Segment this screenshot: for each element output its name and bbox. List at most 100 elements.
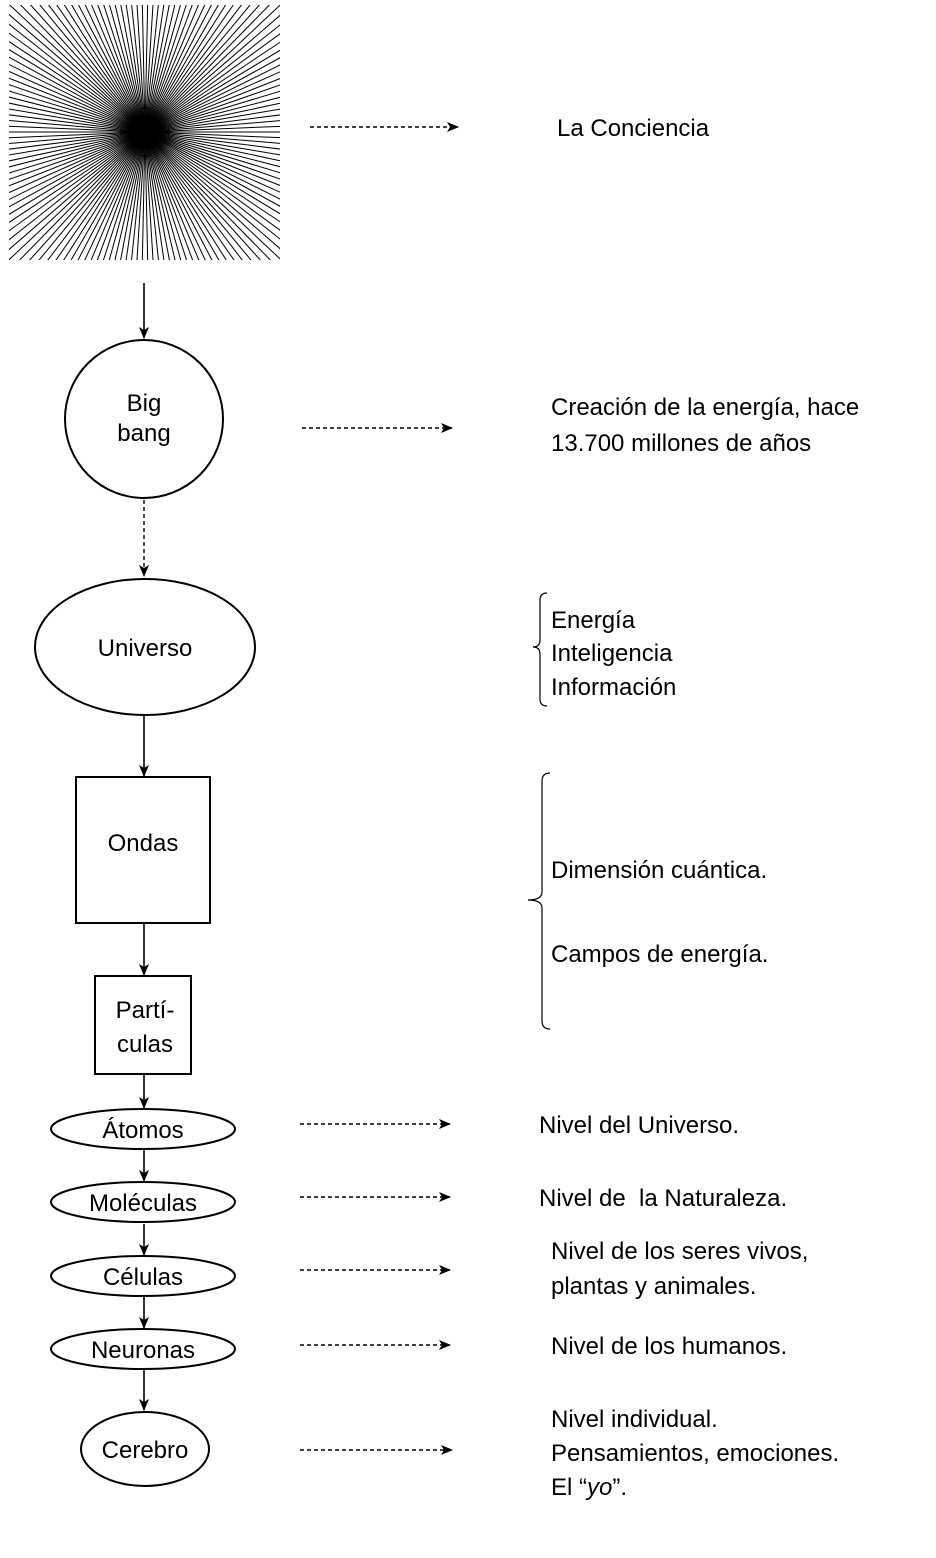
- burst-ray: [144, 131, 280, 174]
- burst-ray: [55, 131, 146, 260]
- node-particulas: Partí- culas: [94, 975, 192, 1075]
- burst-ray: [90, 131, 146, 260]
- brace-quantum: [527, 772, 551, 1030]
- burst-ray: [144, 131, 280, 250]
- neuronas-label: Neuronas: [91, 1337, 195, 1364]
- burst-ray: [96, 131, 146, 260]
- burst-ray: [70, 131, 146, 260]
- burst-ray: [144, 131, 280, 231]
- burst-ray: [144, 131, 194, 260]
- burst-ray: [144, 131, 206, 260]
- burst-ray: [63, 5, 146, 133]
- node-moleculas: Moléculas: [50, 1181, 236, 1223]
- burst-ray: [9, 77, 146, 133]
- radiating-lines-icon: [9, 5, 280, 260]
- burst-ray: [144, 49, 280, 133]
- node-big-bang: Big bang: [64, 339, 224, 499]
- burst-ray: [144, 5, 181, 133]
- burst-ray: [144, 131, 280, 150]
- burst-ray: [144, 5, 159, 133]
- burst-ray: [144, 5, 261, 133]
- burst-ray: [9, 70, 146, 133]
- cerebro-note-line3-suffix: ”.: [612, 1474, 627, 1501]
- burst-ray: [9, 131, 146, 144]
- burst-ray: [144, 131, 213, 260]
- burst-ray: [9, 84, 146, 133]
- cerebro-note-line2: Pensamientos, emociones.: [551, 1440, 839, 1467]
- burst-ray: [144, 131, 280, 200]
- burst-ray: [144, 33, 280, 133]
- node-universo: Universo: [34, 578, 256, 716]
- burst-ray: [144, 131, 280, 168]
- node-ondas: Ondas: [75, 776, 211, 924]
- burst-ray: [103, 5, 146, 133]
- big-bang-note-line2: 13.700 millones de años: [551, 430, 811, 457]
- cerebro-note-line1: Nivel individual.: [551, 1406, 718, 1433]
- burst-ray: [144, 24, 280, 133]
- burst-ray: [9, 131, 146, 174]
- burst-ray: [144, 131, 227, 260]
- burst-ray: [47, 131, 146, 260]
- big-bang-note-line1: Creación de la energía, hace: [551, 394, 859, 421]
- burst-ray: [144, 84, 280, 133]
- burst-ray: [29, 131, 146, 260]
- burst-ray: [9, 32, 146, 133]
- burst-ray: [144, 5, 251, 133]
- burst-ray: [9, 102, 146, 133]
- burst-ray: [144, 57, 280, 133]
- burst-ray: [9, 125, 146, 133]
- burst-ray: [144, 131, 261, 260]
- burst-ray: [9, 13, 146, 133]
- burst-ray: [144, 5, 154, 133]
- burst-ray: [120, 5, 146, 133]
- burst-ray: [144, 131, 280, 162]
- universo-note-line2: Inteligencia: [551, 640, 673, 667]
- burst-ray: [9, 131, 146, 156]
- burst-ray: [144, 131, 149, 260]
- burst-ray: [144, 131, 280, 207]
- burst-ray: [108, 131, 146, 260]
- burst-ray: [144, 64, 280, 133]
- burst-ray: [144, 131, 165, 260]
- burst-ray: [144, 131, 280, 180]
- burst-ray: [144, 5, 149, 133]
- burst-ray: [136, 131, 146, 260]
- burst-ray: [9, 108, 146, 133]
- quantum-note-line2: Campos de energía.: [551, 941, 768, 968]
- burst-ray: [9, 131, 146, 194]
- burst-ray: [144, 71, 280, 133]
- particulas-line1: Partí-: [116, 997, 175, 1024]
- burst-ray: [144, 131, 220, 260]
- node-cerebro: Cerebro: [80, 1411, 210, 1487]
- burst-ray: [144, 14, 280, 133]
- burst-ray: [144, 131, 252, 260]
- burst-ray: [78, 5, 146, 133]
- burst-ray: [9, 131, 146, 215]
- burst-ray: [144, 131, 176, 260]
- burst-ray: [9, 41, 146, 133]
- cerebro-note-line3-italic: yo: [585, 1474, 612, 1501]
- burst-ray: [47, 5, 146, 133]
- neuronas-note: Nivel de los humanos.: [551, 1333, 787, 1360]
- burst-ray: [144, 78, 280, 133]
- conciencia-label: La Conciencia: [557, 115, 710, 142]
- burst-ray: [84, 131, 146, 260]
- node-neuronas: Neuronas: [50, 1328, 236, 1370]
- burst-ray: [38, 131, 146, 260]
- burst-ray: [19, 5, 146, 133]
- burst-ray: [9, 131, 146, 180]
- burst-ray: [9, 114, 146, 133]
- burst-ray: [9, 120, 146, 133]
- burst-ray: [9, 131, 146, 201]
- burst-ray: [9, 131, 146, 139]
- burst-ray: [125, 131, 146, 260]
- burst-ray: [39, 5, 146, 133]
- burst-ray: [144, 131, 272, 260]
- burst-ray: [144, 131, 280, 260]
- burst-ray: [144, 131, 154, 260]
- cerebro-note-line3-prefix: El “: [551, 1474, 587, 1501]
- burst-ray: [144, 131, 170, 260]
- universo-note-line3: Información: [551, 674, 676, 701]
- burst-ray: [141, 5, 146, 133]
- celulas-note-line2: plantas y animales.: [551, 1273, 756, 1300]
